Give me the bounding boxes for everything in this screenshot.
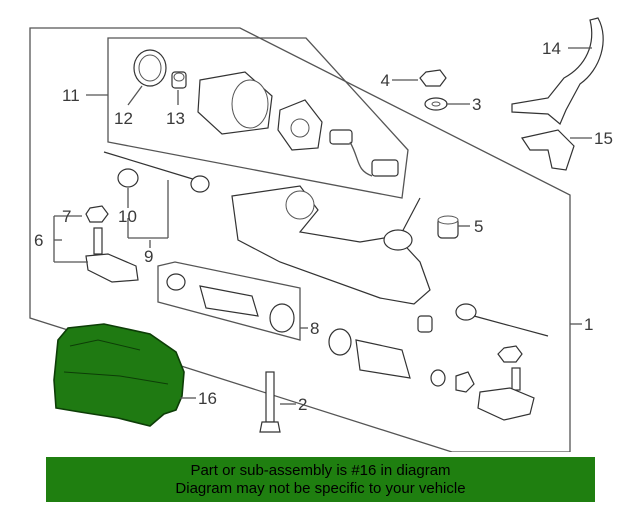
- motor-housing-part[interactable]: [197, 71, 273, 135]
- subassembly-box-11: [107, 37, 409, 199]
- bracket-part-14[interactable]: [511, 17, 604, 125]
- nut-part-right[interactable]: [417, 315, 433, 333]
- banner-line-2: Diagram may not be specific to your vehi…: [175, 479, 466, 497]
- callout-16: 16: [198, 389, 217, 408]
- callout-9: 9: [144, 247, 153, 266]
- callout-11: 11: [62, 86, 80, 105]
- wiring-harness-part[interactable]: [329, 129, 399, 177]
- nut-part-13[interactable]: [171, 71, 187, 89]
- boot-kit-part-8[interactable]: [166, 273, 295, 333]
- inner-tie-rod-right-part[interactable]: [455, 303, 549, 337]
- callout-12: 12: [114, 109, 133, 128]
- callout-6: 6: [34, 231, 43, 250]
- nut-part-4[interactable]: [419, 69, 447, 87]
- banner-line-1: Part or sub-assembly is #16 in diagram: [190, 461, 451, 479]
- nut-part-7[interactable]: [85, 205, 109, 223]
- washer-part-3[interactable]: [424, 97, 448, 111]
- clamp-part-15[interactable]: [521, 129, 575, 171]
- grommet-part-5[interactable]: [437, 215, 459, 239]
- callout-15: 15: [594, 129, 613, 148]
- callout-8: 8: [310, 319, 319, 338]
- nut-part-right-lower[interactable]: [497, 345, 523, 363]
- parts-diagram: 1 2 3 4 5 6 7 8 9 10 11 12 13 14 15 16: [29, 17, 613, 452]
- outer-tie-rod-left-part[interactable]: [85, 227, 139, 283]
- heat-shield-part-16[interactable]: [53, 323, 185, 427]
- callout-13: 13: [166, 109, 185, 128]
- leader-lines: [53, 47, 592, 405]
- callout-5: 5: [474, 217, 483, 236]
- callout-3: 3: [472, 95, 481, 114]
- callout-10: 10: [118, 207, 137, 226]
- callout-4: 4: [381, 71, 390, 90]
- callout-14: 14: [542, 39, 561, 58]
- outer-tie-rod-right-part[interactable]: [477, 367, 535, 421]
- control-module-part[interactable]: [277, 99, 323, 151]
- callout-2: 2: [298, 395, 307, 414]
- inner-tie-rod-left-part[interactable]: [103, 151, 210, 193]
- bolt-part-2[interactable]: [259, 371, 281, 433]
- callout-1: 1: [584, 315, 593, 334]
- info-banner: Part or sub-assembly is #16 in diagram D…: [46, 457, 595, 502]
- o-ring-part[interactable]: [133, 49, 167, 87]
- rack-housing-part[interactable]: [231, 185, 431, 305]
- assembly-outline: [29, 27, 571, 452]
- boot-part[interactable]: [328, 328, 475, 393]
- callout-7: 7: [62, 207, 71, 226]
- bushing-part-10[interactable]: [117, 168, 139, 188]
- subassembly-box-8: [157, 261, 301, 341]
